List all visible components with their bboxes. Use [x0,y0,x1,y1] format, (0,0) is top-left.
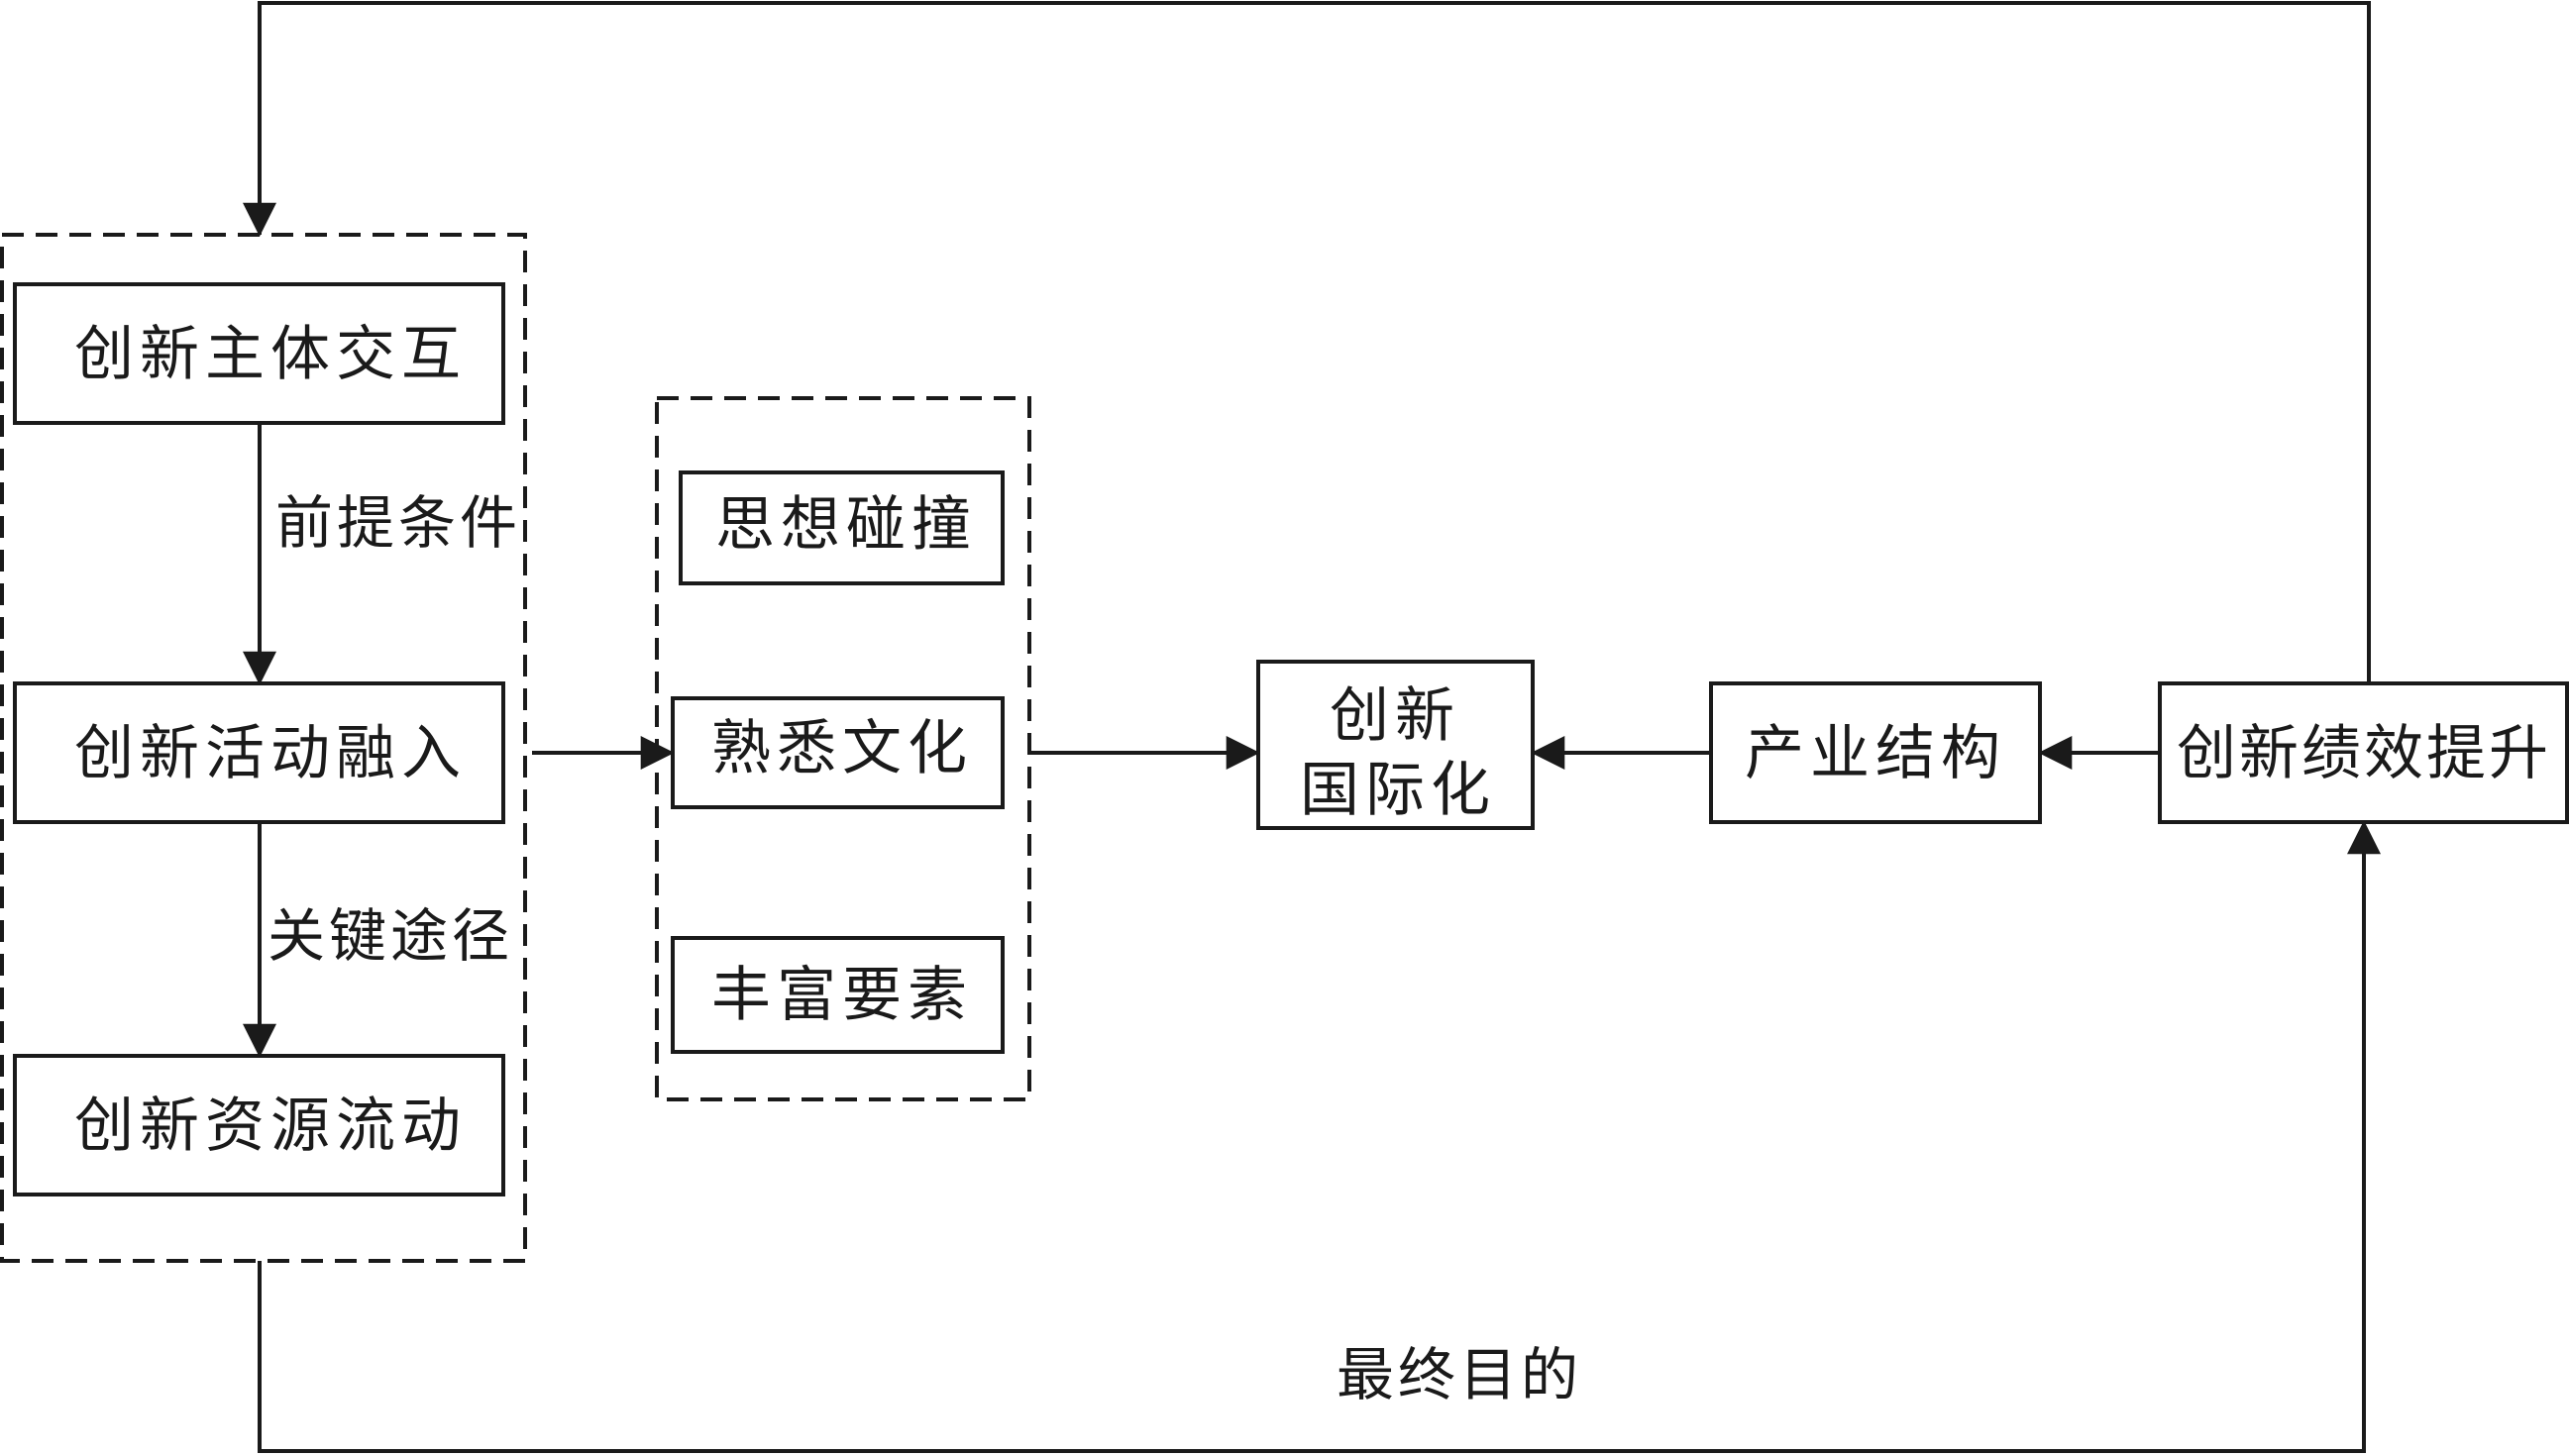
box-familiar-culture: 熟悉文化 [671,696,1005,809]
box-innovation-resource-flow-label: 创新资源流动 [74,1092,467,1161]
box-innovation-activity-integration-label: 创新活动融入 [74,719,467,788]
center-box-line1: 创新 [1330,681,1460,751]
center-box-line2: 国际化 [1300,756,1496,825]
box-innovation-performance-label: 创新绩效提升 [2177,719,2551,788]
box-innovation-subject-interaction-label: 创新主体交互 [74,320,467,389]
label-premise-condition: 前提条件 [275,489,521,557]
box-innovation-resource-flow: 创新资源流动 [13,1054,505,1196]
box-rich-elements-label: 丰富要素 [711,961,973,1030]
box-rich-elements: 丰富要素 [671,936,1005,1054]
label-key-path: 关键途径 [268,902,513,970]
box-innovation-internationalization: 创新 国际化 [1256,660,1535,830]
arrow-feedback-top-loop [243,1,2371,683]
label-final-goal: 最终目的 [1337,1341,1582,1408]
box-familiar-culture-label: 熟悉文化 [711,714,973,783]
box-innovation-subject-interaction: 创新主体交互 [13,282,505,425]
box-innovation-performance: 创新绩效提升 [2158,681,2569,824]
box-industry-structure: 产业结构 [1709,681,2042,824]
box-industry-structure-label: 产业结构 [1745,719,2006,788]
arrow-final-goal-bottom-loop [258,820,2381,1453]
box-idea-collision: 思想碰撞 [679,470,1005,585]
box-innovation-activity-integration: 创新活动融入 [13,681,505,824]
box-idea-collision-label: 思想碰撞 [715,490,977,560]
